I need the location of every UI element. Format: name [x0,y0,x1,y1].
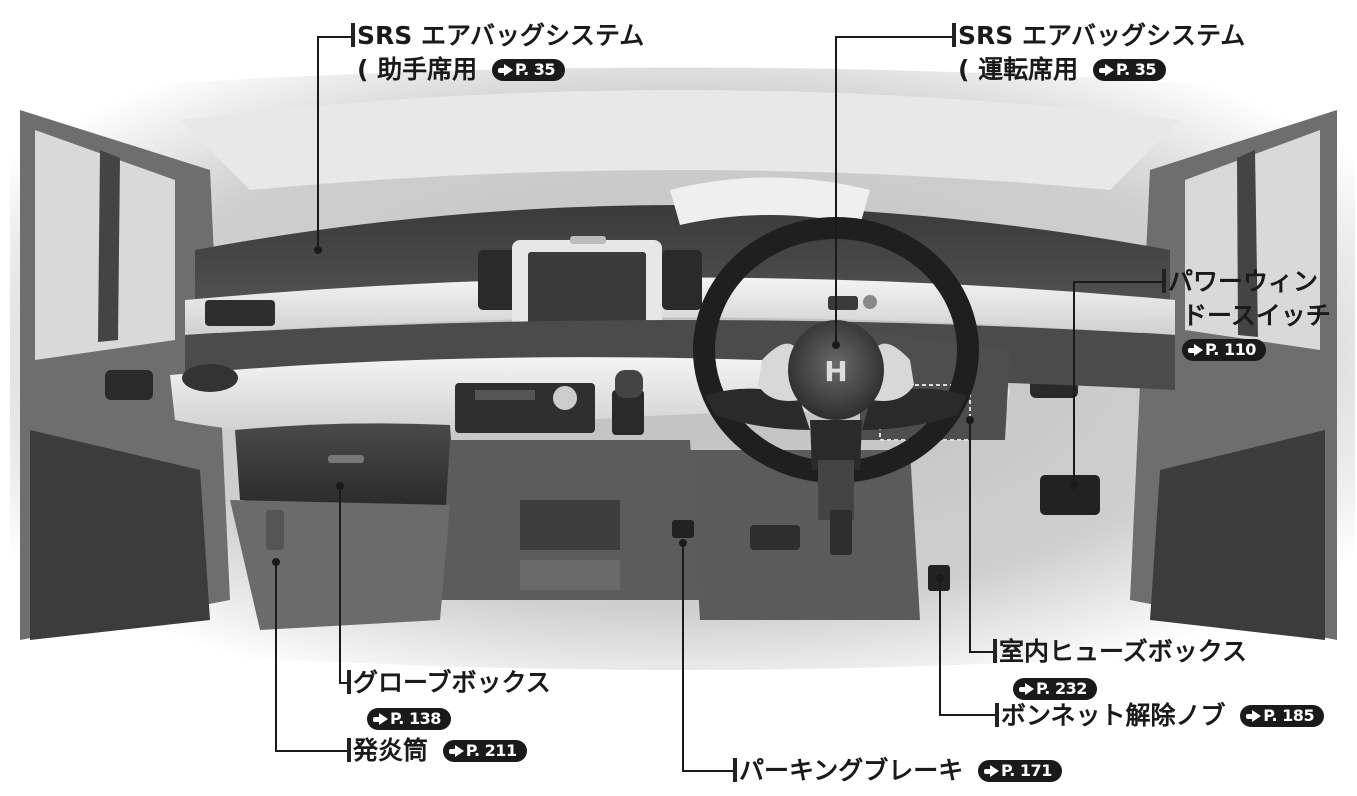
driver-airbag-title: SRS エアバッグシステム [958,21,1246,50]
arrow-right-icon [379,713,388,725]
fuse-box-page-ref[interactable]: P. 232 [1013,678,1097,700]
arrow-right-icon [503,64,513,76]
hood-release-label: ボンネット解除ノブ P. 185 [995,700,1325,732]
right-door-panel [1150,430,1325,640]
label-marker [351,23,355,47]
fuse-box-ref-row: P. 232 [1013,673,1097,705]
glove-box-page-ref[interactable]: P. 138 [367,708,451,730]
power-window-label: パワーウィン [1162,266,1318,298]
power-window-ref-row: P. 110 [1182,334,1266,366]
power-window-title-1: パワーウィン [1168,267,1319,296]
driver-airbag-sub: ( 運転席用 P. 35 [958,54,1167,86]
power-window-switch [1040,475,1100,515]
meter-hood [670,177,870,225]
hazard-button [863,295,877,309]
center-vent-right [662,250,702,310]
nav-top-button [570,236,606,244]
leader-hood-release [939,578,995,716]
brake-pedal [750,525,800,550]
audio-knob [553,386,577,410]
label-marker [347,738,351,762]
right-window-pillar [1237,150,1258,337]
driver-floor [690,450,920,620]
leader-power-window [1073,281,1162,485]
passenger-airbag-page-ref[interactable]: P. 35 [491,59,566,81]
parking-brake-page-ref[interactable]: P. 171 [977,760,1062,782]
leader-driver-airbag [835,36,952,345]
leader-lines [272,36,1162,772]
leader-passenger-airbag [317,36,351,250]
glove-box [235,423,455,507]
dash-switch [828,296,858,310]
center-vent-left [478,250,518,310]
label-marker [1162,269,1166,293]
label-marker [347,670,351,694]
arrow-right-icon [1252,710,1262,722]
hood-release-page-ref[interactable]: P. 185 [1240,705,1325,727]
label-marker [993,639,997,663]
left-air-vent [205,300,275,326]
leader-glove-box [339,486,347,684]
audio-display [475,390,535,400]
fuse-box-title: 室内ヒューズボックス [999,637,1248,666]
left-door-handle [105,370,153,400]
left-window-pillar [98,150,120,342]
flare-title: 発炎筒 [353,736,429,765]
windshield [180,90,1180,190]
power-window-label-2: ドースイッチ [1182,300,1331,332]
shift-lever-base [612,390,644,435]
passenger-airbag-title: SRS エアバッグシステム [357,21,645,50]
label-marker [733,758,737,782]
driver-airbag-seat: ( 運転席用 [958,55,1079,84]
hood-release-title: ボンネット解除ノブ [1001,701,1226,730]
glove-box-title: グローブボックス [353,668,551,697]
accelerator-pedal [830,510,852,555]
parking-brake-label: パーキングブレーキ P. 171 [733,755,1062,787]
power-window-page-ref[interactable]: P. 110 [1182,339,1266,361]
console-tray [520,500,620,550]
power-window-title-2: ドースイッチ [1182,301,1331,330]
leader-fuse-box [969,420,993,653]
flare-label: 発炎筒 P. 211 [347,735,527,767]
arrow-right-icon [1104,64,1114,76]
leader-flare [275,562,347,752]
parking-brake-pedal [672,520,694,538]
passenger-airbag-sub: ( 助手席用 P. 35 [357,54,566,86]
driver-airbag-page-ref[interactable]: P. 35 [1092,59,1167,81]
honda-logo: H [824,355,847,388]
arrow-right-icon [989,765,999,777]
leader-parking-brake [682,543,733,772]
arrow-right-icon [1194,344,1203,356]
steering-spoke-bottom [810,420,862,470]
label-marker [995,703,999,727]
driver-airbag-label: SRS エアバッグシステム [952,20,1245,52]
parking-brake-title: パーキングブレーキ [739,756,964,785]
glove-box-ref-row: P. 138 [367,703,451,735]
label-marker [952,23,956,47]
arrow-right-icon [1025,683,1034,695]
flare-page-ref[interactable]: P. 211 [442,740,527,762]
passenger-airbag-seat: ( 助手席用 [357,55,478,84]
console-lower-tray [520,560,620,590]
shift-knob [615,370,643,398]
glove-box-label: グローブボックス [347,667,551,699]
left-door-panel [30,430,210,640]
passenger-airbag-label: SRS エアバッグシステム [351,20,644,52]
arrow-right-icon [454,745,464,757]
steering-hub [788,320,884,420]
fuse-box-label: 室内ヒューズボックス [993,636,1247,668]
flare-holder [266,510,284,550]
cup-holder [182,364,238,392]
glove-box-handle [328,455,364,463]
navigation-screen [528,252,646,328]
